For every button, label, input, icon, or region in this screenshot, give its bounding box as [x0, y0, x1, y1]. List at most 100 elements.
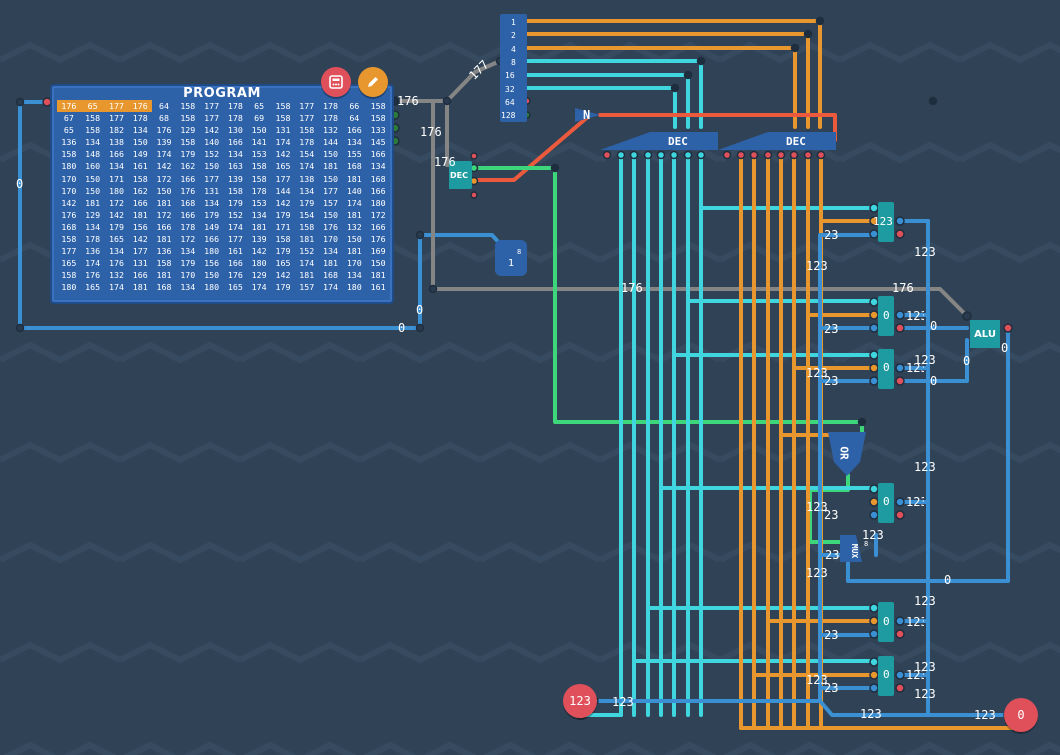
data-bus[interactable] — [578, 699, 1010, 717]
mux[interactable] — [840, 535, 862, 562]
program-cell[interactable]: 177 — [227, 234, 243, 245]
program-cell[interactable]: 168 — [180, 197, 196, 208]
program-cell[interactable]: 134 — [346, 270, 362, 281]
program-cell[interactable]: 148 — [85, 149, 101, 160]
program-cell[interactable]: 138 — [108, 137, 124, 148]
program-cell[interactable]: 150 — [323, 173, 339, 184]
program-cell[interactable]: 153 — [251, 197, 267, 208]
program-cell[interactable]: 131 — [275, 125, 291, 136]
program-cell[interactable]: 174 — [299, 161, 315, 172]
register-pin[interactable] — [895, 376, 905, 386]
program-cell[interactable]: 176 — [180, 185, 196, 196]
program-cell[interactable]: 158 — [251, 173, 267, 184]
program-cell[interactable]: 174 — [156, 149, 172, 160]
program-cell[interactable]: 168 — [370, 173, 386, 184]
program-cell[interactable]: 181 — [299, 234, 315, 245]
decoder-pin[interactable] — [696, 150, 706, 160]
program-cell[interactable]: 161 — [227, 246, 243, 257]
program-cell[interactable]: 134 — [85, 137, 101, 148]
input-pin[interactable]: 123 — [563, 684, 597, 718]
program-cell[interactable]: 165 — [227, 282, 243, 293]
program-cell[interactable]: 152 — [299, 246, 315, 257]
decoder-pin[interactable] — [629, 150, 639, 160]
program-cell[interactable]: 158 — [275, 234, 291, 245]
program-cell[interactable]: 177 — [204, 113, 220, 124]
program-cell[interactable]: 152 — [227, 209, 243, 220]
program-cell[interactable]: 176 — [108, 258, 124, 269]
junction[interactable] — [928, 96, 938, 106]
register-pin[interactable] — [869, 497, 879, 507]
program-cell[interactable]: 158 — [61, 149, 77, 160]
program-cell[interactable]: 65 — [80, 100, 105, 113]
splitter[interactable] — [500, 14, 527, 122]
decoder-pin[interactable] — [683, 150, 693, 160]
program-cell[interactable]: 174 — [251, 282, 267, 293]
program-cell[interactable]: 181 — [323, 161, 339, 172]
decoder-pin[interactable] — [656, 150, 666, 160]
register-chip[interactable] — [878, 349, 894, 389]
program-cell[interactable]: 180 — [346, 282, 362, 293]
program-cell[interactable]: 166 — [156, 221, 172, 232]
program-cell[interactable]: 139 — [156, 137, 172, 148]
program-cell[interactable]: 176 — [128, 100, 153, 113]
not-gate[interactable] — [575, 108, 600, 122]
program-cell[interactable]: 141 — [251, 137, 267, 148]
register-pin[interactable] — [869, 297, 879, 307]
program-cell[interactable]: 171 — [108, 173, 124, 184]
program-cell[interactable]: 133 — [370, 125, 386, 136]
program-cell[interactable]: 158 — [180, 137, 196, 148]
decoder-pin[interactable] — [722, 150, 732, 160]
decoder-pin[interactable] — [616, 150, 626, 160]
program-cell[interactable]: 176 — [156, 125, 172, 136]
register-pin[interactable] — [895, 510, 905, 520]
program-cell[interactable]: 174 — [85, 258, 101, 269]
program-cell[interactable]: 168 — [346, 161, 362, 172]
program-bus[interactable] — [391, 59, 502, 103]
program-cell[interactable]: 179 — [227, 197, 243, 208]
program-cell[interactable]: 166 — [132, 270, 148, 281]
program-cell[interactable]: 131 — [132, 258, 148, 269]
program-cell[interactable]: 177 — [204, 101, 220, 111]
program-cell[interactable]: 178 — [180, 221, 196, 232]
program-cell[interactable]: 166 — [108, 149, 124, 160]
program-cell[interactable]: 174 — [108, 282, 124, 293]
program-cell[interactable]: 158 — [370, 113, 386, 124]
program-cell[interactable]: 158 — [156, 258, 172, 269]
register-pin[interactable] — [869, 376, 879, 386]
program-cell[interactable]: 166 — [370, 221, 386, 232]
program-cell[interactable]: 158 — [251, 161, 267, 172]
program-cell[interactable]: 134 — [132, 125, 148, 136]
program-cell[interactable]: 144 — [323, 137, 339, 148]
decoder-pin[interactable] — [470, 152, 478, 160]
program-cell[interactable]: 140 — [204, 137, 220, 148]
program-cell[interactable]: 178 — [227, 113, 243, 124]
program-cell[interactable]: 132 — [323, 125, 339, 136]
program-cell[interactable]: 129 — [85, 209, 101, 220]
program-cell[interactable]: 180 — [61, 282, 77, 293]
program-cell[interactable]: 171 — [275, 221, 291, 232]
program-cell[interactable]: 178 — [227, 101, 243, 111]
register-pin[interactable] — [895, 497, 905, 507]
program-cell[interactable]: 170 — [61, 185, 77, 196]
decoder-pin[interactable] — [669, 150, 679, 160]
register-pin[interactable] — [869, 310, 879, 320]
decoder-pin[interactable] — [749, 150, 759, 160]
program-cell[interactable]: 130 — [227, 125, 243, 136]
register-pin[interactable] — [869, 629, 879, 639]
program-cell[interactable]: 179 — [275, 209, 291, 220]
program-cell[interactable]: 176 — [227, 270, 243, 281]
program-cell[interactable]: 158 — [85, 125, 101, 136]
program-cell[interactable]: 136 — [156, 246, 172, 257]
program-cell[interactable]: 166 — [180, 173, 196, 184]
program-cell[interactable]: 158 — [61, 234, 77, 245]
program-cell[interactable]: 176 — [323, 221, 339, 232]
junction[interactable] — [415, 230, 425, 240]
program-cell[interactable]: 168 — [61, 221, 77, 232]
program-cell[interactable]: 172 — [370, 209, 386, 220]
program-cell[interactable]: 165 — [61, 258, 77, 269]
register-pin[interactable] — [895, 229, 905, 239]
register-pin[interactable] — [869, 484, 879, 494]
program-cell[interactable]: 150 — [204, 270, 220, 281]
program-cell[interactable]: 134 — [204, 197, 220, 208]
register-pin[interactable] — [869, 657, 879, 667]
